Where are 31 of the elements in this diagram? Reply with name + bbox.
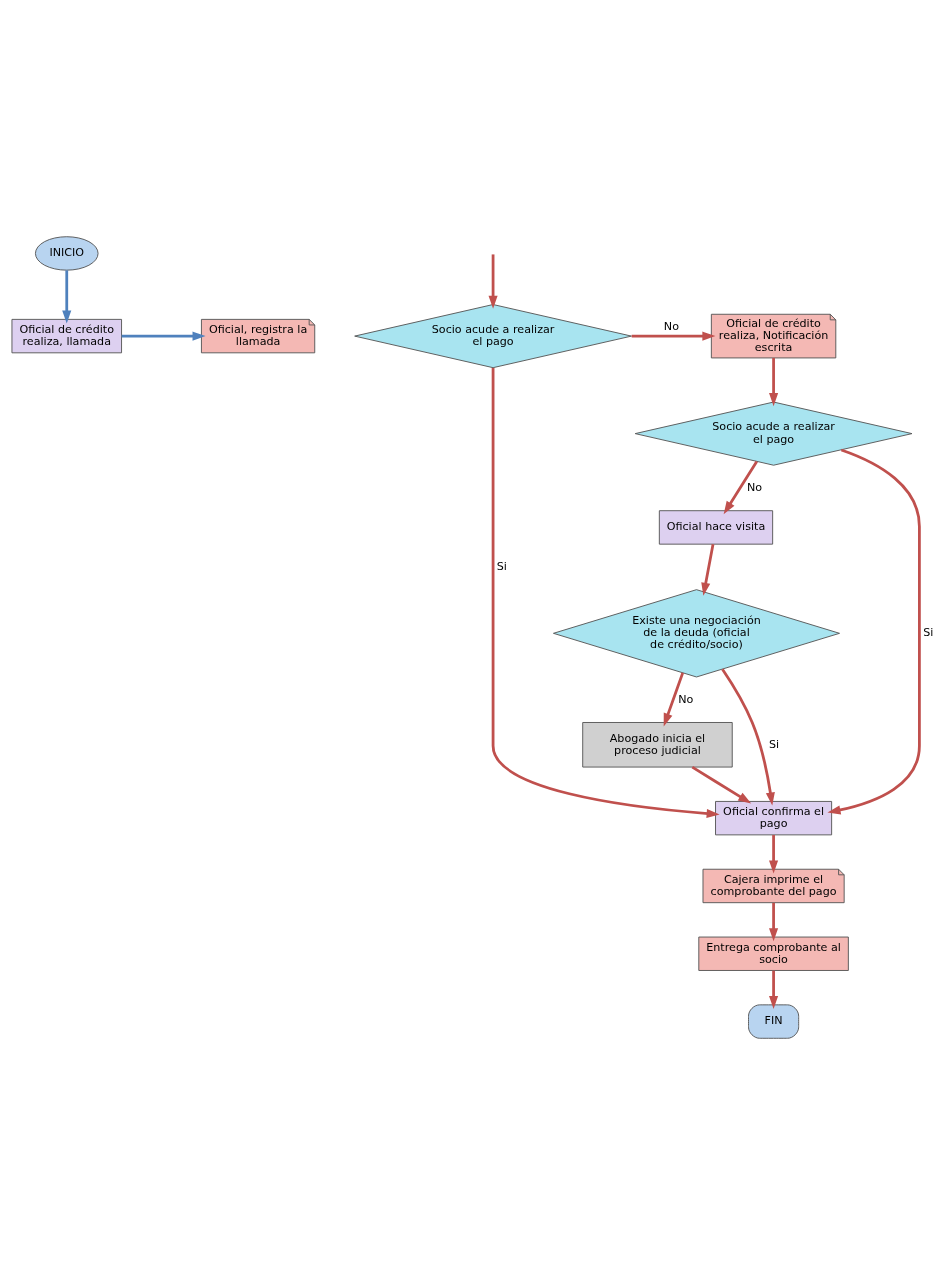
arrow <box>769 834 779 873</box>
edge-label: Si <box>768 737 780 751</box>
node-diamond: Socio acude a realizar el pago <box>634 401 913 466</box>
arrow <box>721 667 775 805</box>
edge-label: Si <box>496 559 507 573</box>
node-box: FIN <box>748 1003 800 1039</box>
node-box: Abogado inicia el proceso judicial <box>582 721 733 768</box>
arrow <box>769 970 779 1009</box>
edge-label: No <box>678 692 694 706</box>
arrow <box>723 460 758 514</box>
arrow <box>769 902 779 941</box>
arrow <box>827 448 921 814</box>
node-box: Oficial de crédito realiza, llamada <box>11 318 122 353</box>
node-diamond: Existe una negociación de la deuda (oficial de crédito/socio) <box>553 588 840 677</box>
edge-label: No <box>663 319 679 333</box>
arrow <box>691 765 752 803</box>
arrow <box>663 671 685 726</box>
arrow <box>62 269 72 323</box>
edge-label: Si <box>923 625 934 639</box>
node-box: Oficial confirma el pago <box>715 800 833 835</box>
node-diamond: Socio acude a realizar el pago <box>354 303 632 368</box>
arrow <box>491 367 720 818</box>
arrow <box>769 357 779 406</box>
arrow <box>121 331 206 341</box>
node-ellipse: INICIO <box>34 235 99 271</box>
node-box: Oficial hace visita <box>658 509 774 545</box>
node-box: Entrega comprobante al socio <box>698 936 849 971</box>
arrow <box>488 253 498 309</box>
arrow <box>701 543 715 596</box>
arrow <box>631 331 716 341</box>
edge-label: No <box>746 480 763 494</box>
